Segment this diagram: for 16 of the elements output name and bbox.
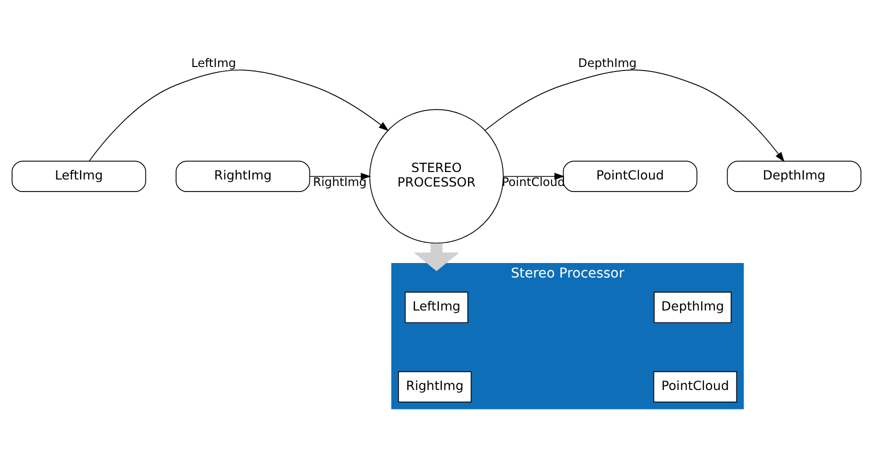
node-box: DepthImg <box>654 292 732 324</box>
arrow <box>484 70 784 162</box>
node-box: DepthImg <box>726 160 862 192</box>
node-box: PointCloud <box>562 160 698 192</box>
arrow <box>414 243 460 272</box>
edge-label: DepthImg <box>578 56 637 70</box>
node-box: LeftImg <box>404 292 468 324</box>
node-circle: STEREO PROCESSOR <box>369 109 504 244</box>
node-box: RightImg <box>176 160 310 192</box>
arrow <box>88 70 389 162</box>
edge-label: LeftImg <box>191 56 236 70</box>
arrow <box>309 172 371 180</box>
node-box: PointCloud <box>653 371 738 403</box>
edge-label: RightImg <box>313 174 367 189</box>
node-box: RightImg <box>398 371 472 403</box>
node-box: LeftImg <box>12 160 146 192</box>
